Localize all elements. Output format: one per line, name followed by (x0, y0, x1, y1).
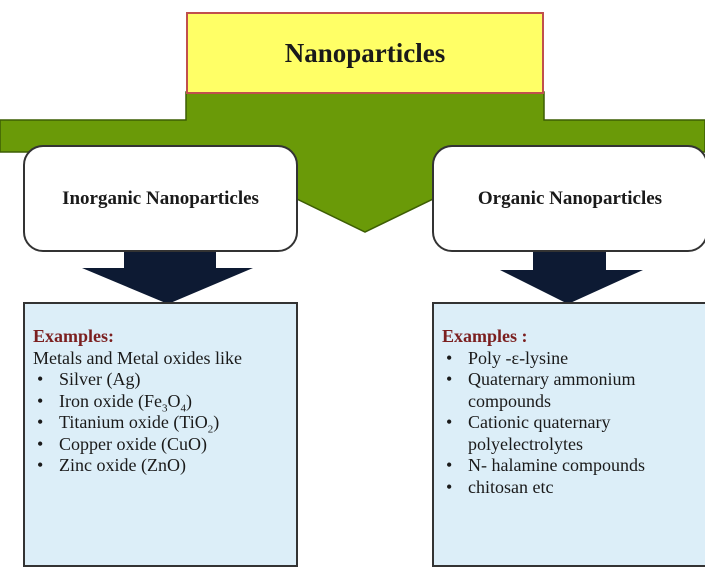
title-box: Nanoparticles (186, 12, 544, 94)
inorganic-examples-box: Examples: Metals and Metal oxides like S… (23, 302, 298, 567)
organic-examples-heading: Examples : (442, 326, 528, 346)
organic-examples-list: Poly -ε-lysine Quaternary ammonium compo… (442, 348, 705, 499)
organic-label: Organic Nanoparticles (477, 187, 663, 209)
list-item: Quaternary ammonium compounds (442, 369, 705, 412)
inorganic-examples-list: Silver (Ag) Iron oxide (Fe3O4) Titanium … (33, 369, 296, 477)
organic-category-box: Organic Nanoparticles (432, 145, 705, 252)
list-item: Silver (Ag) (33, 369, 296, 391)
list-item: Copper oxide (CuO) (33, 434, 296, 456)
down-arrow-left (82, 238, 253, 304)
list-item: Poly -ε-lysine (442, 348, 705, 370)
inorganic-category-box: Inorganic Nanoparticles (23, 145, 298, 252)
list-item: Cationic quaternary polyelectrolytes (442, 412, 705, 455)
inorganic-intro: Metals and Metal oxides like (33, 347, 242, 368)
down-arrow-right (500, 246, 643, 304)
list-item: N- halamine compounds (442, 455, 705, 477)
list-item: Iron oxide (Fe3O4) (33, 391, 296, 414)
diagram-shapes (0, 91, 705, 304)
inorganic-examples-heading: Examples: (33, 326, 114, 346)
list-item: chitosan etc (442, 477, 705, 499)
organic-examples-box: Examples : Poly -ε-lysine Quaternary amm… (432, 302, 705, 567)
list-item: Zinc oxide (ZnO) (33, 455, 296, 477)
inorganic-label: Inorganic Nanoparticles (62, 187, 259, 209)
title-text: Nanoparticles (284, 37, 446, 68)
list-item: Titanium oxide (TiO2) (33, 412, 296, 435)
